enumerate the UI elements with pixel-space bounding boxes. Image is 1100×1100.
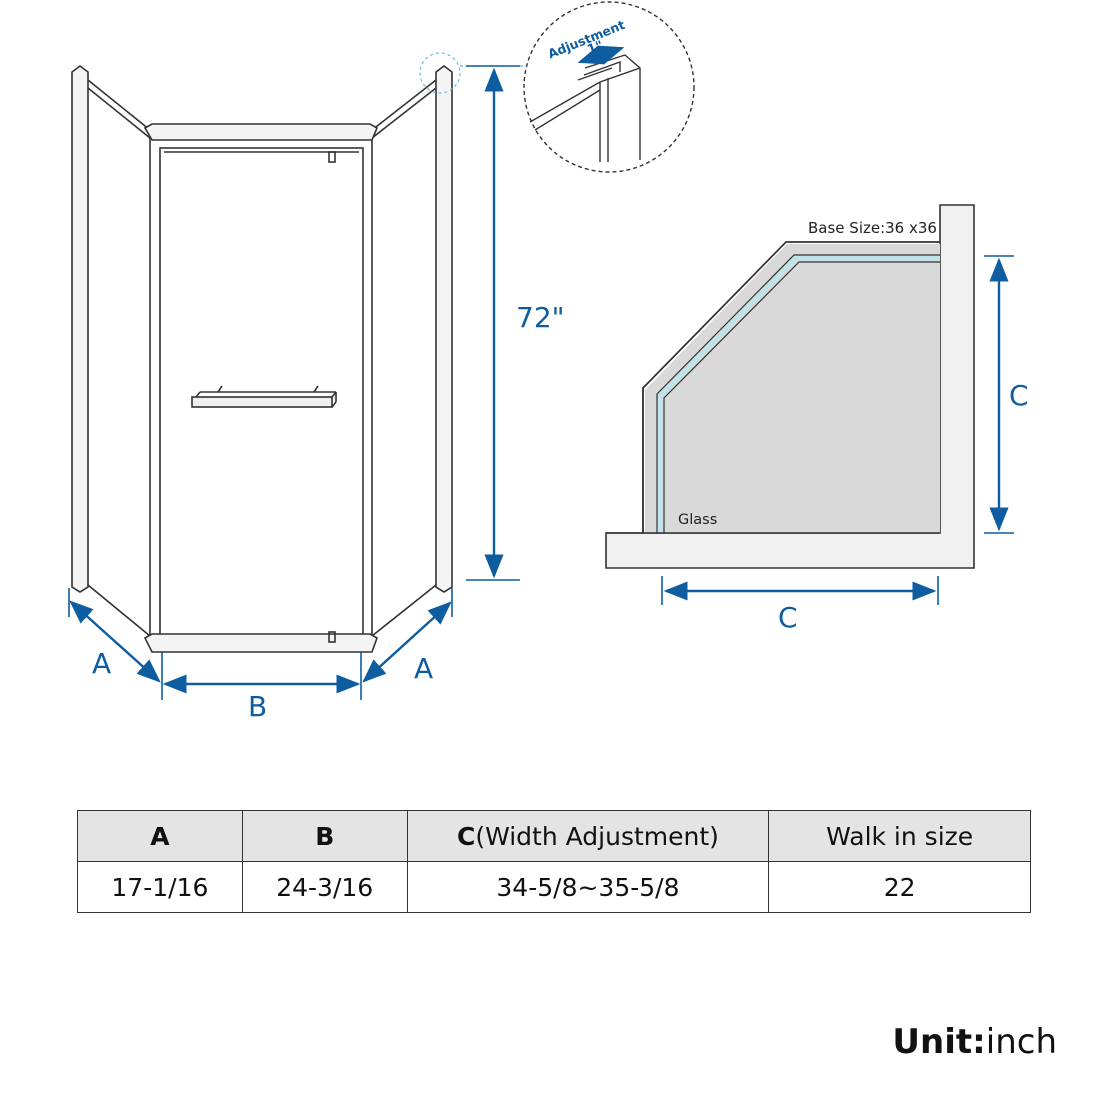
height-label: 72" xyxy=(516,301,565,334)
towel-bar-handle xyxy=(191,385,337,408)
width-dimensions xyxy=(68,588,453,700)
dimension-a-left-label: A xyxy=(92,647,111,680)
dimension-table: A B C(Width Adjustment) Walk in size 17-… xyxy=(77,810,1031,913)
detail-marker-circle xyxy=(419,52,461,94)
left-glass-panel xyxy=(87,79,151,638)
table-cell: 34-5/8~35-5/8 xyxy=(406,861,770,913)
dimension-c-right-label: C xyxy=(1009,379,1029,412)
dimension-b-label: B xyxy=(248,690,267,723)
table-header-cell: C(Width Adjustment) xyxy=(406,810,770,862)
unit-value: inch xyxy=(985,1022,1057,1062)
table-header-cell: A xyxy=(77,810,243,862)
right-glass-panel xyxy=(371,79,437,638)
left-wall-post xyxy=(71,65,89,593)
base-size-text: Base Size:36 x36 xyxy=(808,219,937,237)
bottom-threshold xyxy=(143,633,378,653)
height-dimension xyxy=(466,65,520,581)
table-header-cell: B xyxy=(241,810,408,862)
unit-note: Unit:inch xyxy=(892,1022,1057,1062)
table-cell: 22 xyxy=(768,861,1031,913)
table-cell: 17-1/16 xyxy=(77,861,243,913)
glass-line xyxy=(657,255,940,533)
shower-enclosure xyxy=(71,65,453,653)
bottom-hinge xyxy=(328,631,336,643)
c-right-dimension xyxy=(984,255,1014,534)
table-cell: 24-3/16 xyxy=(241,861,408,913)
dimension-c-bottom-label: C xyxy=(778,601,798,634)
adjustment-value: 1" xyxy=(585,39,605,59)
shower-diagram: Adjustment 1" 72" A B A xyxy=(68,1,1029,723)
plan-view xyxy=(605,204,975,569)
table-row: 17-1/16 24-3/16 34-5/8~35-5/8 22 xyxy=(77,861,1031,913)
top-header xyxy=(143,123,379,141)
unit-label: Unit: xyxy=(892,1022,986,1062)
dimension-a-right-label: A xyxy=(414,652,433,685)
c-bottom-dimension xyxy=(661,576,939,605)
table-header-cell: Walk in size xyxy=(768,810,1031,862)
glass-enclosure-floor xyxy=(645,244,940,533)
adjustment-detail: Adjustment 1" xyxy=(523,1,695,173)
table-header-row: A B C(Width Adjustment) Walk in size xyxy=(77,810,1031,862)
glass-text: Glass xyxy=(678,512,717,528)
right-wall-post xyxy=(435,65,453,593)
top-hinge xyxy=(328,151,336,163)
